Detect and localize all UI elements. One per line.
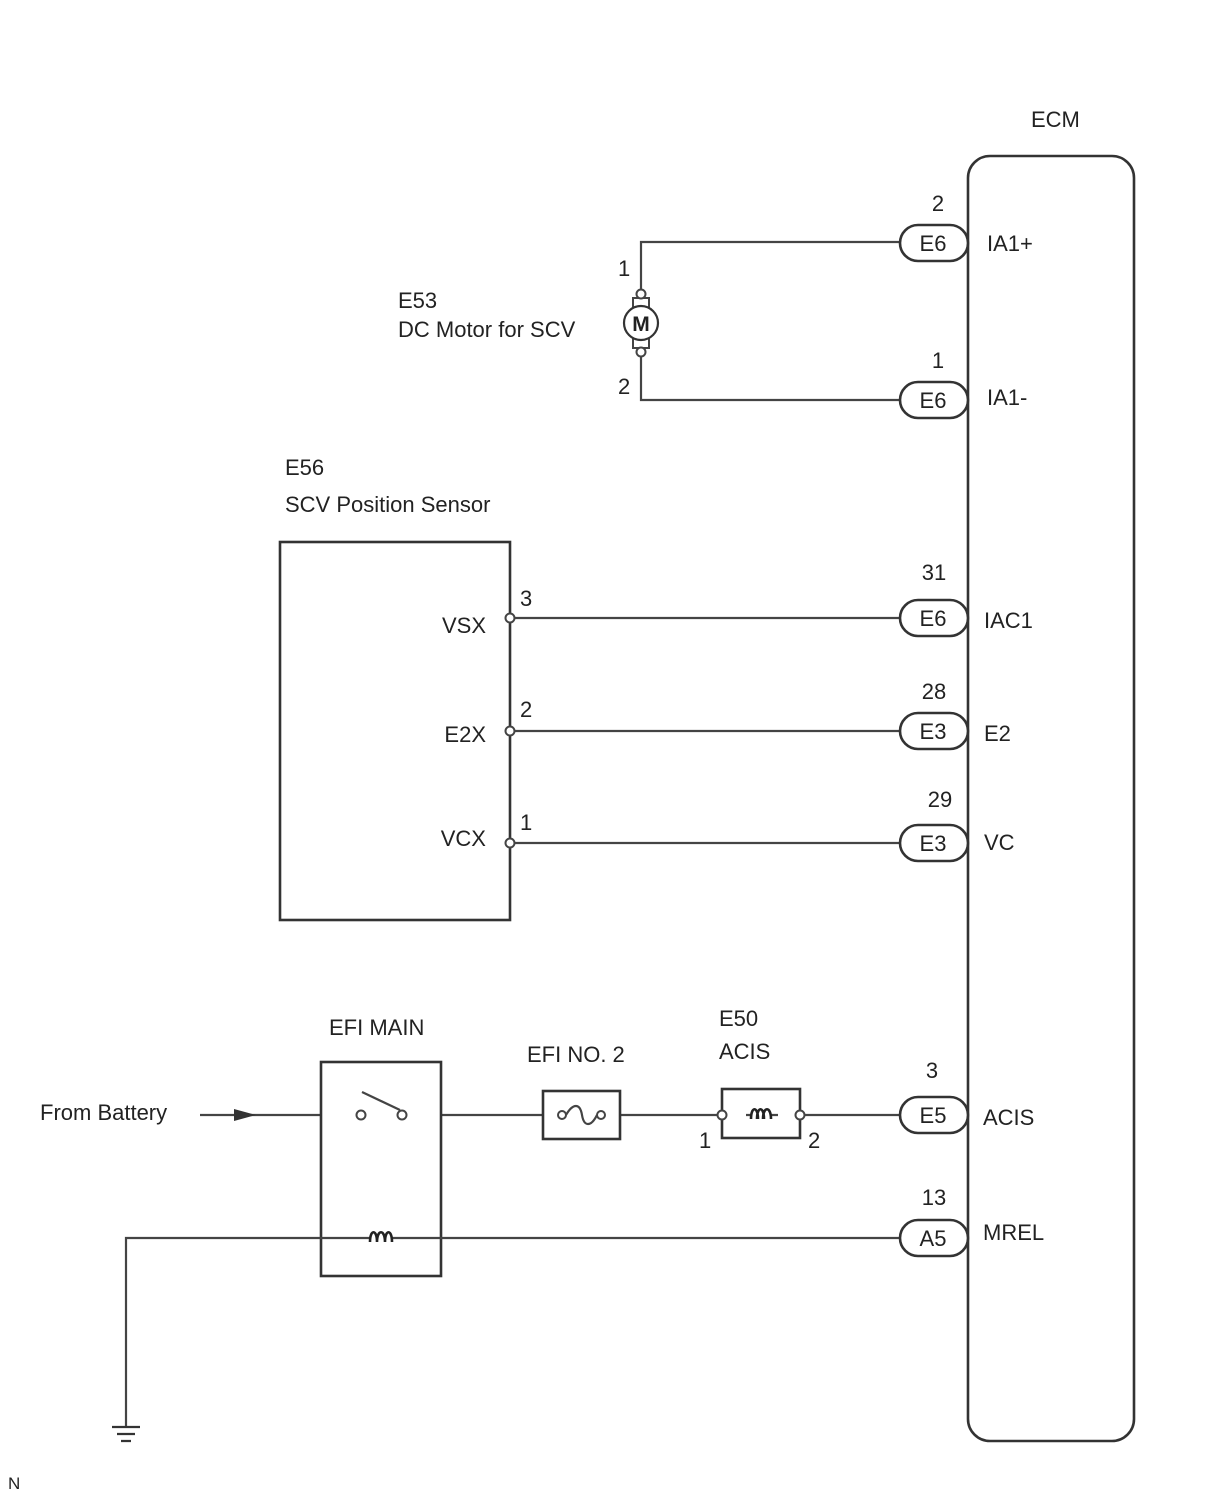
- connector-iac1-body: [898, 598, 970, 638]
- connector-acis-pin: 3: [926, 1058, 938, 1083]
- motor-symbol: M: [632, 313, 650, 336]
- connector-ia1-plus: E6 2 IA1+: [898, 191, 1033, 263]
- motor-terminal-1: [635, 288, 647, 300]
- connector-ia1-minus: E6 1 IA1-: [898, 348, 1027, 420]
- connector-vc-signal: VC: [984, 830, 1015, 855]
- connector-e2-pin: 28: [922, 679, 946, 704]
- vsv-name: ACIS: [719, 1039, 770, 1064]
- fuse-terminal-a: [557, 1110, 567, 1120]
- sensor-terminal-vcx: [504, 837, 516, 849]
- vsv-coil-icon: [749, 1107, 773, 1120]
- mrel-circuit: [112, 1228, 900, 1443]
- vsv-terminal-1: [716, 1109, 728, 1121]
- connector-ia1-plus-pin: 2: [932, 191, 944, 216]
- acis-power-circuit: From Battery EFI MAIN EFI NO. 2 E50 ACIS…: [40, 1006, 900, 1278]
- sensor-code: E56: [285, 455, 324, 480]
- relay-outline: [319, 1060, 443, 1278]
- sensor-terminal-e2x: [504, 725, 516, 737]
- connector-vc: E3 29 VC: [898, 787, 1015, 863]
- vsv-pin-1: 1: [699, 1128, 711, 1153]
- connector-vc-code: E3: [920, 831, 947, 856]
- ecm-connectors: E6 2 IA1+ E6 1 IA1- E6 31 IAC1 E3 28 E2 …: [898, 191, 1044, 1258]
- wire-ia1-plus: [639, 240, 900, 290]
- connector-acis-body: [898, 1095, 970, 1135]
- motor-pin-2: 2: [618, 374, 630, 399]
- connector-ia1-plus-signal: IA1+: [987, 231, 1033, 256]
- connector-e2-code: E3: [920, 719, 947, 744]
- ecm-block: ECM: [966, 107, 1136, 1443]
- connector-acis-signal: ACIS: [983, 1105, 1034, 1130]
- sensor-terminal-vsx: [504, 612, 516, 624]
- connector-e2: E3 28 E2: [898, 679, 1011, 751]
- connector-vc-pin: 29: [928, 787, 952, 812]
- motor-terminal-2: [635, 346, 647, 358]
- connector-ia1-plus-code: E6: [920, 231, 947, 256]
- footer-mark: N: [8, 1474, 20, 1493]
- relay-switch-contact: [361, 1091, 401, 1111]
- battery-arrow-icon: [234, 1109, 256, 1121]
- connector-mrel-signal: MREL: [983, 1220, 1044, 1245]
- connector-ia1-plus-body: [898, 223, 970, 263]
- connector-ia1-minus-code: E6: [920, 388, 947, 413]
- connector-e2-signal: E2: [984, 721, 1011, 746]
- ground-icon: [112, 1425, 140, 1443]
- vsv-code: E50: [719, 1006, 758, 1031]
- connector-mrel: A5 13 MREL: [898, 1185, 1044, 1258]
- connector-mrel-pin: 13: [922, 1185, 946, 1210]
- motor-name: DC Motor for SCV: [398, 317, 576, 342]
- wire-mrel: [124, 1236, 900, 1427]
- sensor-pin-label-vsx: VSX: [442, 613, 486, 638]
- connector-vc-body: [898, 823, 970, 863]
- connector-iac1-signal: IAC1: [984, 608, 1033, 633]
- sensor-pin-number-vsx: 3: [520, 586, 532, 611]
- scv-position-sensor: E56 SCV Position Sensor VSX E2X VCX 3 2 …: [278, 455, 900, 922]
- connector-iac1-pin: 31: [922, 560, 946, 585]
- relay-switch-terminal-a: [355, 1109, 367, 1121]
- sensor-pin-label-e2x: E2X: [444, 722, 486, 747]
- relay-switch-terminal-b: [396, 1109, 408, 1121]
- motor-icon: [622, 304, 660, 342]
- connector-mrel-code: A5: [920, 1226, 947, 1251]
- ecm-outline: [966, 154, 1136, 1443]
- connector-ia1-minus-body: [898, 380, 970, 420]
- motor-code: E53: [398, 288, 437, 313]
- sensor-name: SCV Position Sensor: [285, 492, 490, 517]
- fuse-terminal-b: [596, 1110, 606, 1120]
- connector-ia1-minus-signal: IA1-: [987, 385, 1027, 410]
- relay-label: EFI MAIN: [329, 1015, 424, 1040]
- battery-label: From Battery: [40, 1100, 167, 1125]
- vsv-gap: [738, 1105, 784, 1125]
- connector-iac1-code: E6: [920, 606, 947, 631]
- sensor-pin-label-vcx: VCX: [441, 826, 487, 851]
- connector-acis: E5 3 ACIS: [898, 1058, 1034, 1135]
- dc-motor: M 1 2 E53 DC Motor for SCV: [398, 240, 900, 402]
- relay-coil-icon: [368, 1230, 394, 1243]
- vsv-terminal-2: [794, 1109, 806, 1121]
- connector-e2-body: [898, 711, 970, 751]
- motor-pin-1: 1: [618, 256, 630, 281]
- connector-mrel-body: [898, 1218, 970, 1258]
- sensor-outline: [278, 540, 512, 922]
- fuse-element-icon: [565, 1104, 598, 1126]
- connector-ia1-minus-pin: 1: [932, 348, 944, 373]
- connector-iac1: E6 31 IAC1: [898, 560, 1033, 638]
- sensor-pin-number-e2x: 2: [520, 697, 532, 722]
- sensor-pin-number-vcx: 1: [520, 810, 532, 835]
- connector-acis-code: E5: [920, 1103, 947, 1128]
- ecm-label: ECM: [1031, 107, 1080, 132]
- fuse-label: EFI NO. 2: [527, 1042, 625, 1067]
- wire-ia1-minus: [639, 354, 900, 402]
- vsv-pin-2: 2: [808, 1128, 820, 1153]
